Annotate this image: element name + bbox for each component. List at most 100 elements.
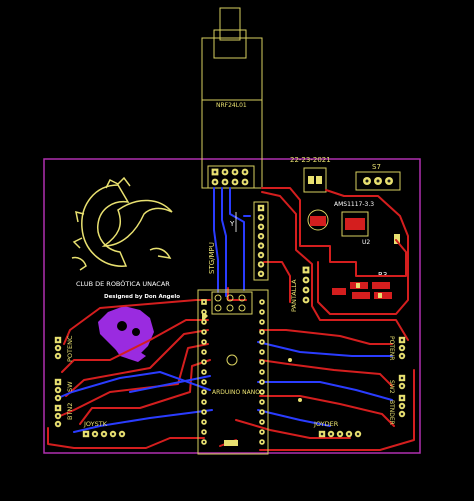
arduino-pad-hole bbox=[202, 400, 206, 404]
nrf-pad-hole bbox=[223, 180, 227, 184]
s7-connector bbox=[355, 171, 401, 191]
purple-gear-logo bbox=[98, 306, 154, 362]
left-connectors bbox=[54, 336, 62, 428]
joy-left-pad-hole bbox=[93, 432, 97, 436]
pantalla-label: PANTALLA bbox=[290, 279, 298, 312]
bottom-traces bbox=[57, 187, 393, 433]
left-conn-pad-hole bbox=[56, 346, 60, 350]
arduino-pad-hole bbox=[202, 390, 206, 394]
left-conn-pad-hole bbox=[56, 422, 60, 426]
arduino-pad-hole bbox=[202, 430, 206, 434]
nrf-antenna: NRF24L01 bbox=[201, 7, 263, 189]
regulator-label: AMS1117-3.3 bbox=[334, 201, 374, 208]
arduino-pad-hole bbox=[202, 330, 206, 334]
left-conn-pad-hole bbox=[56, 354, 60, 358]
y-axis-label: Y bbox=[229, 220, 235, 228]
joy-right-pad-hole bbox=[356, 432, 360, 436]
joy-right-pad-hole bbox=[338, 432, 342, 436]
btn-left-label: BTN2 bbox=[66, 403, 74, 420]
right-conn-pad-hole bbox=[400, 338, 404, 342]
arduino-pad-hole bbox=[202, 370, 206, 374]
left-conn-pad-hole bbox=[56, 388, 60, 392]
club-logo bbox=[71, 176, 173, 271]
arduino-pad-hole bbox=[202, 360, 206, 364]
s7-label: S7 bbox=[372, 163, 381, 171]
right-conn-pad-hole bbox=[400, 412, 404, 416]
arduino-pad-hole bbox=[260, 330, 264, 334]
joystick-headers bbox=[82, 430, 362, 438]
smd-resistors bbox=[332, 282, 392, 299]
pantalla-pad-hole bbox=[304, 288, 308, 292]
arduino-pad-hole bbox=[260, 420, 264, 424]
mpu-pad-hole bbox=[259, 244, 263, 247]
nrf-pad-hole bbox=[213, 170, 217, 174]
regulator bbox=[307, 209, 400, 244]
pantalla-pad-hole bbox=[304, 278, 308, 282]
arduino-pad-hole bbox=[260, 390, 264, 394]
arduino-pad-hole bbox=[260, 400, 264, 404]
arduino-pad-hole bbox=[260, 320, 264, 324]
joy-left-pad-hole bbox=[84, 432, 88, 436]
arduino-pad-hole bbox=[260, 430, 264, 434]
right-conn-pad-hole bbox=[400, 346, 404, 350]
pantalla-header bbox=[302, 266, 310, 304]
designer-label: Designed by Don Angelo bbox=[104, 294, 180, 300]
u2-label: U2 bbox=[362, 239, 370, 246]
stg-mpu-label: STG/MPU bbox=[208, 242, 216, 274]
nrf-label: NRF24L01 bbox=[216, 102, 247, 109]
left-conn-pad-hole bbox=[56, 380, 60, 384]
arduino-pad-hole bbox=[202, 420, 206, 424]
right-connectors bbox=[398, 336, 406, 418]
pantalla-pad-hole bbox=[304, 268, 308, 272]
nrf-header bbox=[207, 165, 255, 189]
left-conn-pad-hole bbox=[56, 338, 60, 342]
vias bbox=[224, 358, 302, 446]
arduino-pad-hole bbox=[202, 350, 206, 354]
pot-right-label: POTENR bbox=[388, 336, 395, 360]
joy-left-pad-hole bbox=[120, 432, 124, 436]
date-label: 22-23-2021 bbox=[290, 156, 331, 164]
left-conn-pad-hole bbox=[56, 414, 60, 418]
arduino-pad-hole bbox=[260, 440, 264, 444]
nrf-pad-hole bbox=[233, 180, 237, 184]
mpu-pad-hole bbox=[259, 216, 263, 219]
pot-left-label: POTENC bbox=[66, 335, 74, 362]
sw-right-label: SW2 bbox=[388, 380, 395, 394]
mpu-pad-hole bbox=[259, 206, 263, 210]
joy-right-pad-hole bbox=[347, 432, 351, 436]
arduino-nano bbox=[197, 289, 269, 455]
club-title: CLUB DE ROBÓTICA UNACAR bbox=[76, 279, 170, 288]
arduino-pad-hole bbox=[260, 410, 264, 414]
mpu-pad-hole bbox=[259, 263, 263, 266]
joy-right-pad-hole bbox=[329, 432, 333, 436]
arduino-pad-hole bbox=[202, 410, 206, 414]
mpu-pad-hole bbox=[259, 234, 263, 238]
arduino-label: ARDUINO NANO bbox=[212, 389, 260, 396]
right-conn-pad-hole bbox=[400, 384, 404, 388]
joy-left-pad-hole bbox=[102, 432, 106, 436]
mpu-pad-hole bbox=[259, 253, 263, 257]
arduino-pad-hole bbox=[202, 300, 206, 304]
arduino-pad-hole bbox=[260, 370, 264, 374]
mpu-pad-hole bbox=[259, 272, 263, 276]
right-conn-pad-hole bbox=[400, 396, 404, 400]
power-connector bbox=[303, 167, 327, 193]
right-conn-pad-hole bbox=[400, 376, 404, 380]
arduino-pad-hole bbox=[202, 320, 206, 324]
right-conn-pad-hole bbox=[400, 354, 404, 358]
sw-left-label: SW bbox=[66, 381, 74, 392]
arduino-pad-hole bbox=[260, 310, 264, 314]
arduino-pad-hole bbox=[202, 340, 206, 344]
joystick-left-label: JOYSTK bbox=[83, 420, 108, 428]
arduino-pad-hole bbox=[260, 300, 264, 304]
arduino-pad-hole bbox=[202, 310, 206, 314]
nrf-pad-hole bbox=[243, 170, 247, 174]
arduino-pad-hole bbox=[260, 380, 264, 384]
joystick-right-label: JOYDER bbox=[313, 420, 339, 428]
mpu-pad-hole bbox=[259, 225, 263, 229]
right-conn-pad-hole bbox=[400, 404, 404, 408]
nrf-pad-hole bbox=[213, 180, 217, 184]
stg-mpu-header bbox=[253, 201, 269, 281]
nrf-pad-hole bbox=[223, 170, 227, 174]
